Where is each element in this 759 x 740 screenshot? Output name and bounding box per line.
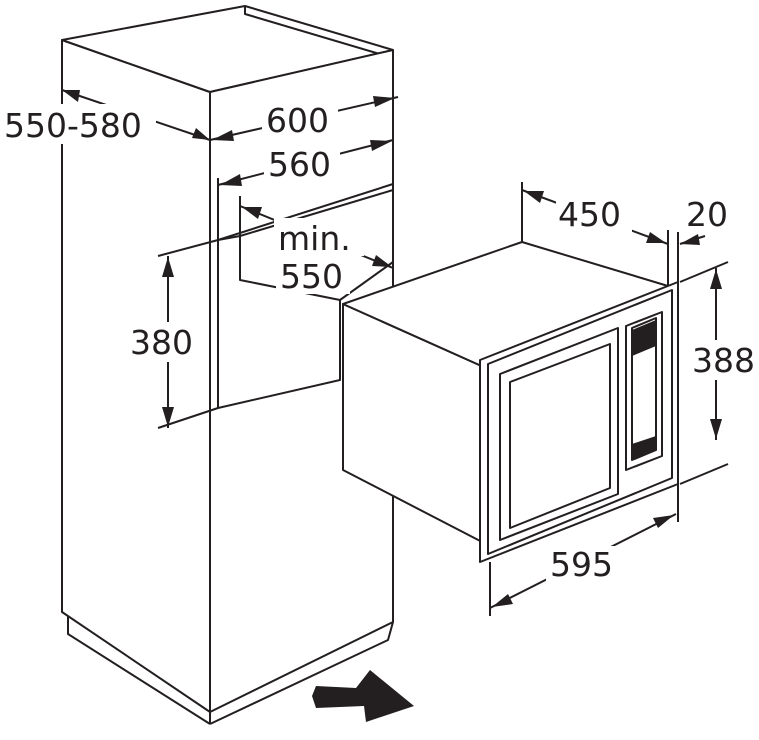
cabinet-plinth-front <box>209 621 394 725</box>
arrow-right-icon <box>312 670 414 722</box>
label-bg <box>274 218 364 256</box>
label-niche-depth-line2: 550 <box>280 257 343 296</box>
label-bg <box>264 144 340 182</box>
arrowhead <box>680 234 700 245</box>
control-accent-top <box>632 320 656 356</box>
dimension-labels: 550-580 600 560 min. 550 380 450 20 388 … <box>0 100 758 584</box>
label-cabinet-depth: 550-580 <box>4 106 142 145</box>
arrowhead <box>220 174 242 186</box>
dim-ext-appliance-height-top <box>679 261 729 283</box>
label-niche-height: 380 <box>130 323 193 362</box>
arrowhead <box>192 128 210 140</box>
arrowhead <box>524 191 544 203</box>
label-bg <box>276 256 350 294</box>
microwave <box>342 241 679 563</box>
arrowhead <box>242 207 262 219</box>
label-bg <box>262 100 338 140</box>
label-cabinet-width: 600 <box>266 101 329 140</box>
arrowhead <box>62 90 80 102</box>
label-bg <box>126 322 198 362</box>
microwave-frame-inner <box>487 289 673 555</box>
dim-ext-appliance-height-bottom <box>679 463 729 485</box>
arrowhead <box>653 515 674 528</box>
arrowhead <box>162 257 174 277</box>
arrowhead <box>162 407 174 427</box>
label-appliance-width: 595 <box>550 545 613 584</box>
arrowhead <box>710 269 722 289</box>
label-bg <box>690 340 758 380</box>
arrowhead <box>370 140 392 151</box>
arrowhead <box>492 594 513 607</box>
label-appliance-height: 388 <box>692 341 755 380</box>
cabinet-plinth-left <box>67 616 211 725</box>
dim-ext-niche-height-top <box>157 239 219 257</box>
label-appliance-depth: 450 <box>558 195 621 234</box>
label-bg <box>546 546 622 584</box>
label-niche-width: 560 <box>268 145 331 184</box>
label-niche-depth-line1: min. <box>278 219 351 258</box>
arrowhead <box>710 419 722 439</box>
label-bg <box>556 196 632 234</box>
arrowhead <box>646 232 666 243</box>
label-bg <box>0 104 156 144</box>
microwave-door-window <box>509 343 611 529</box>
niche-top-back <box>239 189 394 237</box>
arrowhead <box>373 96 395 107</box>
arrowhead <box>212 130 234 141</box>
label-frame-depth: 20 <box>686 195 728 234</box>
arrowhead <box>372 255 392 267</box>
microwave-door-outer <box>499 327 619 541</box>
microwave-control-panel <box>625 311 663 471</box>
control-accent-bottom <box>632 436 656 460</box>
